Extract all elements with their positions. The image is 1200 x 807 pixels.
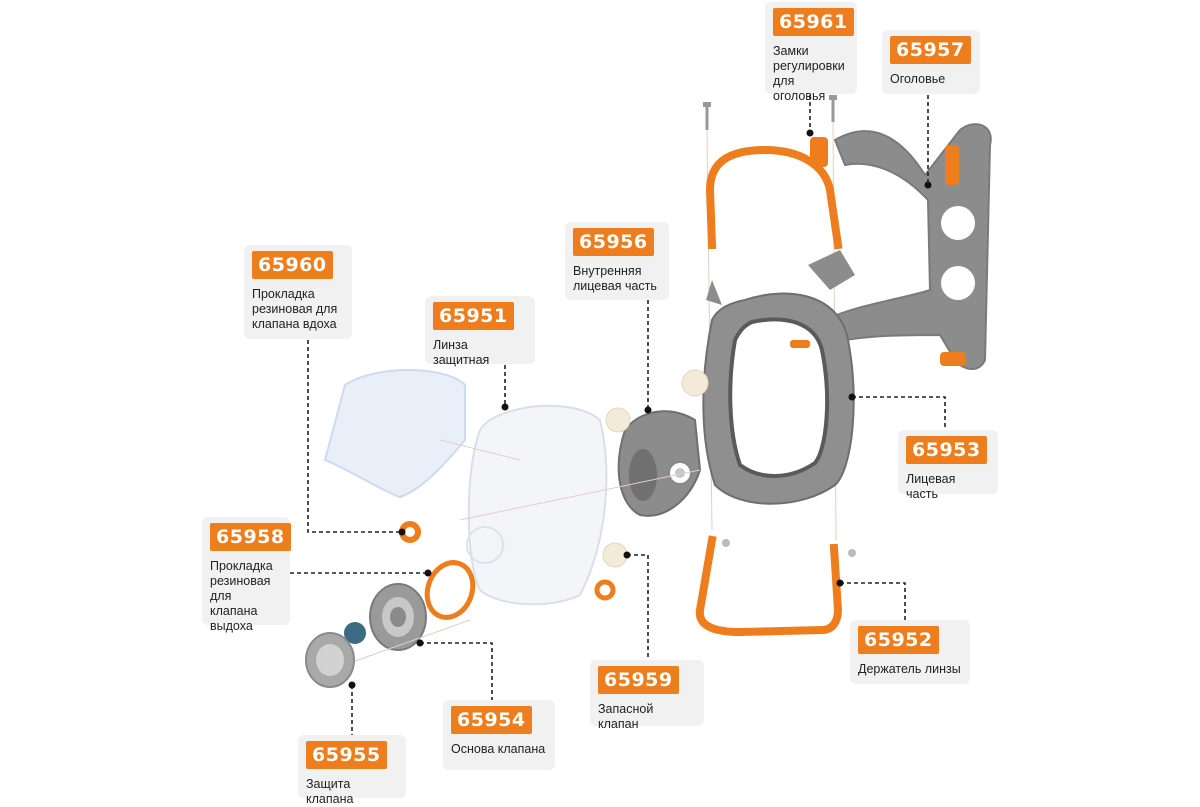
part-label: Лицевая часть	[906, 472, 956, 501]
part-code: 65958	[210, 523, 291, 551]
callout-65958: 65958 Прокладка резиновая для клапана вы…	[202, 517, 291, 633]
leader-65954	[420, 642, 493, 700]
leader-65953	[852, 396, 946, 430]
inner-mask-part	[617, 410, 702, 517]
spare-gasket-part	[594, 579, 616, 601]
callout-65961: 65961 Замки регулировки для оголовья	[765, 2, 857, 103]
callout-65955: 65955 Защита клапана	[298, 735, 406, 806]
part-code: 65954	[451, 706, 532, 734]
leader-65960	[307, 340, 402, 533]
part-code: 65951	[433, 302, 514, 330]
part-label: Защита клапана	[306, 777, 354, 806]
valve-base-part	[329, 583, 471, 671]
part-code: 65960	[252, 251, 333, 279]
part-code: 65956	[573, 228, 654, 256]
callout-65954: 65954 Основа клапана	[443, 700, 555, 770]
part-label: Прокладка резиновая для клапана выдоха	[210, 559, 273, 633]
leader-65959	[627, 554, 649, 660]
part-code: 65952	[858, 626, 939, 654]
leader-dots	[348, 129, 932, 689]
callout-65953: 65953 Лицевая часть	[898, 430, 998, 501]
part-code: 65955	[306, 741, 387, 769]
leader-65952	[840, 582, 906, 620]
part-label: Запасной клапан	[598, 702, 654, 731]
face-piece-part	[702, 250, 855, 505]
exhale-gasket-part	[424, 560, 476, 620]
part-label: Замки регулировки для оголовья	[773, 44, 845, 103]
headharness-part	[813, 123, 992, 370]
part-label: Оголовье	[890, 72, 946, 86]
part-label: Прокладка резиновая для клапана вдоха	[252, 287, 338, 331]
valve-cover-part	[305, 632, 355, 688]
part-code: 65959	[598, 666, 679, 694]
protective-lens-part	[439, 404, 701, 606]
part-label: Линза защитная	[433, 338, 490, 367]
callout-65960: 65960 Прокладка резиновая для клапана вд…	[244, 245, 352, 339]
callout-65956: 65956 Внутренняя лицевая часть	[565, 222, 669, 300]
callout-65951: 65951 Линза защитная	[425, 296, 535, 367]
part-code: 65957	[890, 36, 971, 64]
part-code: 65953	[906, 436, 987, 464]
callout-65952: 65952 Держатель линзы	[850, 620, 970, 684]
valve-membrane-part	[344, 622, 366, 644]
leader-lines	[290, 95, 946, 735]
callout-65957: 65957 Оголовье	[882, 30, 980, 94]
part-label: Внутренняя лицевая часть	[573, 264, 657, 293]
visor-film-part	[323, 369, 466, 499]
part-code: 65961	[773, 8, 854, 36]
lens-holder-part	[695, 145, 856, 637]
callout-65959: 65959 Запасной клапан	[590, 660, 704, 731]
part-label: Держатель линзы	[858, 662, 961, 676]
part-label: Основа клапана	[451, 742, 546, 756]
